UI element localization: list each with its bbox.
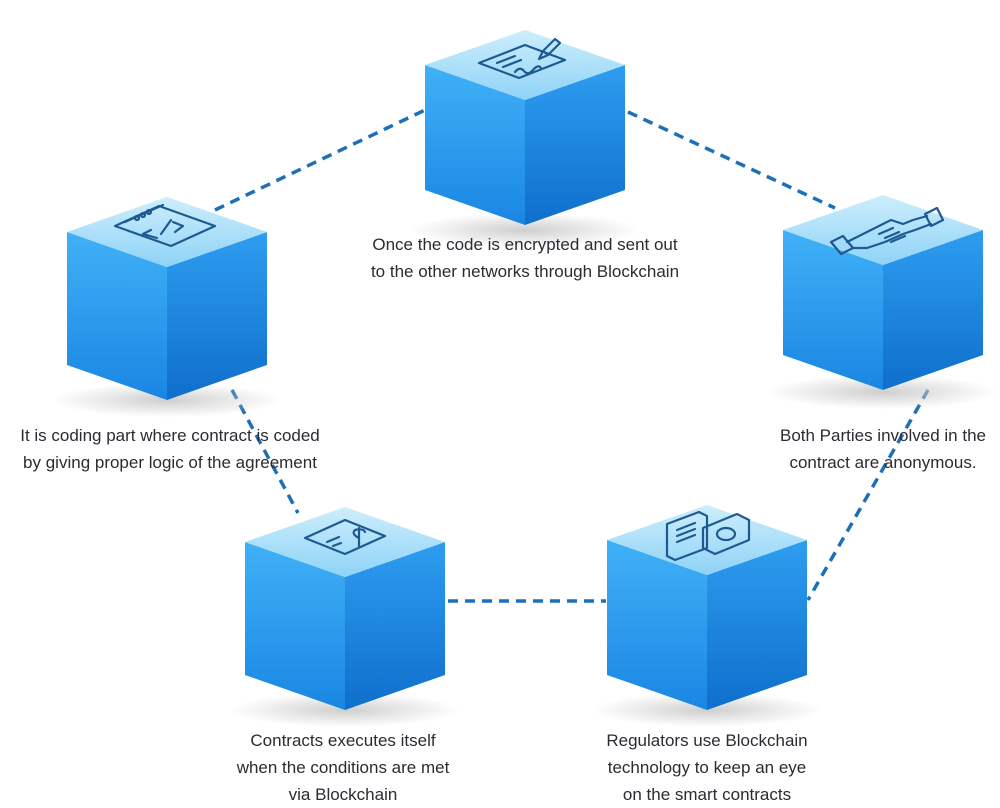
cube-top-face	[67, 197, 267, 267]
cube-left	[52, 197, 282, 417]
caption-line: It is coding part where contract is code…	[20, 426, 320, 445]
caption-top: Once the code is encrypted and sent out …	[325, 231, 725, 285]
caption-line: when the conditions are met	[236, 758, 450, 777]
cube-top	[410, 30, 640, 247]
cube-right-face	[707, 540, 807, 710]
cube-left-face	[607, 540, 707, 710]
caption-line: to the other networks through Blockchain	[370, 262, 680, 281]
caption-line: by giving proper logic of the agreement	[23, 453, 317, 472]
cube-right-face	[345, 542, 445, 710]
signed-document-icon	[477, 37, 567, 80]
caption-bottom-left: Contracts executes itself when the condi…	[218, 727, 468, 808]
dollar-file-icon	[303, 518, 387, 556]
caption-line: via Blockchain	[288, 785, 398, 804]
cube-right-face	[883, 230, 983, 390]
caption-line: Once the code is encrypted and sent out	[372, 235, 678, 254]
cube-shadow	[410, 213, 640, 247]
connector-right-bottom-right	[806, 389, 930, 601]
caption-right: Both Parties involved in the contract ar…	[758, 422, 1000, 476]
cube-left-face	[67, 232, 167, 400]
code-window-icon	[113, 203, 217, 248]
caption-bottom-right: Regulators use Blockchain technology to …	[582, 727, 832, 808]
cube-top-face	[245, 507, 445, 577]
caption-line: Both Parties involved in the	[779, 426, 986, 445]
cube-left-face	[425, 65, 525, 225]
connector-top-right	[627, 110, 836, 210]
cube-right	[768, 195, 998, 409]
caption-line: Contracts executes itself	[250, 731, 436, 750]
caption-line: on the smart contracts	[622, 785, 792, 804]
caption-line: technology to keep an eye	[607, 758, 807, 777]
cube-shadow	[768, 375, 998, 409]
cube-bottom-right	[592, 505, 822, 727]
cube-top-face	[425, 30, 625, 100]
connector-left-top	[214, 108, 426, 212]
cube-left-face	[245, 542, 345, 710]
cube-top-face	[783, 195, 983, 265]
cube-left-face	[783, 230, 883, 390]
caption-line: contract are anonymous.	[789, 453, 977, 472]
cube-right-face	[525, 65, 625, 225]
money-document-icon	[665, 510, 751, 562]
handshake-icon	[829, 206, 945, 256]
cube-bottom-left	[230, 507, 460, 727]
caption-line: Regulators use Blockchain	[606, 731, 808, 750]
cube-right-face	[167, 232, 267, 400]
caption-left: It is coding part where contract is code…	[0, 422, 340, 476]
